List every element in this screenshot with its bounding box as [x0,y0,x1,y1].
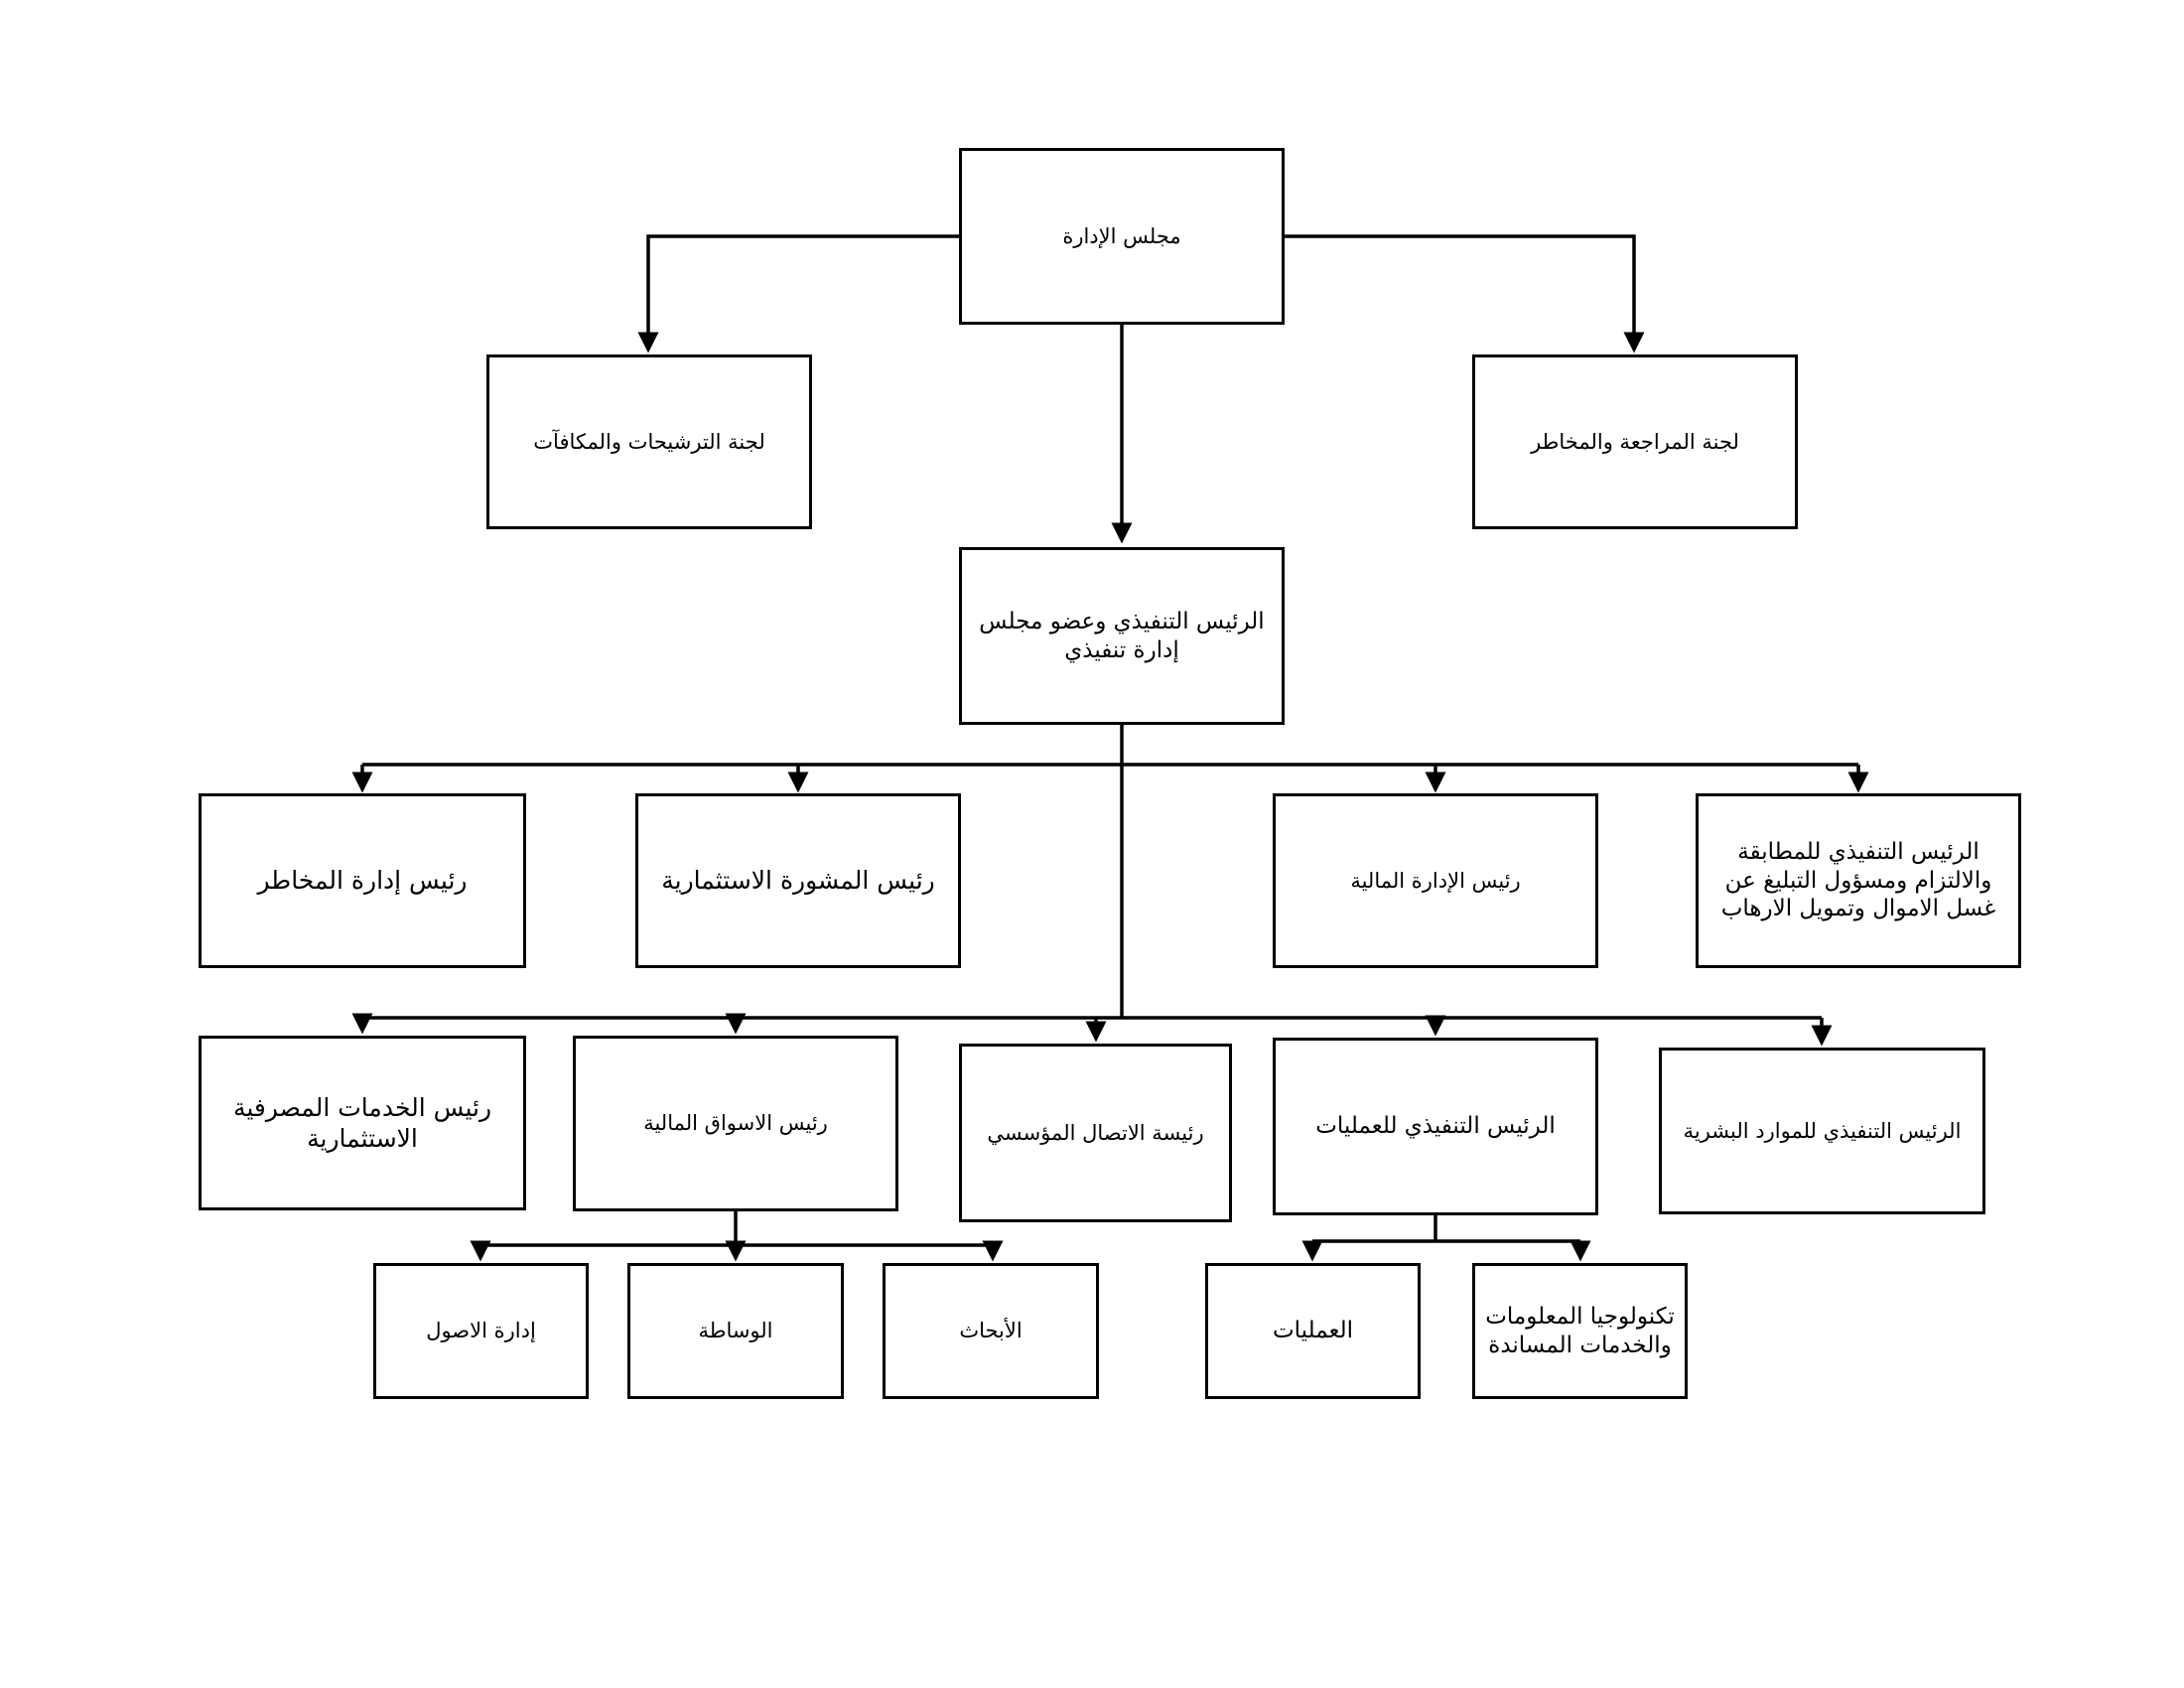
research-box[interactable]: الأبحاث [883,1263,1099,1399]
finance-head-box[interactable]: رئيس الإدارة المالية [1273,793,1598,968]
connector-board-to-nominations [637,234,959,353]
brokerage-box[interactable]: الوساطة [627,1263,844,1399]
it-support-box[interactable]: تكنولوجيا المعلومات والخدمات المساندة [1472,1263,1688,1399]
capital-markets-head-box[interactable]: رئيس الاسواق المالية [573,1036,898,1211]
operations-box[interactable]: العمليات [1205,1263,1421,1399]
communications-head-box[interactable]: رئيسة الاتصال المؤسسي [959,1044,1232,1222]
connector-board-to-audit [1285,234,1645,353]
hr-ceo-box[interactable]: الرئيس التنفيذي للموارد البشرية [1659,1048,1985,1214]
investment-banking-head-box[interactable]: رئيس الخدمات المصرفية الاستثمارية [199,1036,526,1210]
risk-head-box[interactable]: رئيس إدارة المخاطر [199,793,526,968]
audit-committee-box[interactable]: لجنة المراجعة والمخاطر [1472,354,1798,529]
asset-management-box[interactable]: إدارة الاصول [373,1263,589,1399]
compliance-ceo-box[interactable]: الرئيس التنفيذي للمطابقة والالتزام ومسؤو… [1696,793,2021,968]
ceo-box[interactable]: الرئيس التنفيذي وعضو مجلس إدارة تنفيذي [959,547,1285,725]
board-box[interactable]: مجلس الإدارة [959,148,1285,325]
operations-ceo-box[interactable]: الرئيس التنفيذي للعمليات [1273,1038,1598,1215]
advisory-head-box[interactable]: رئيس المشورة الاستثمارية [635,793,961,968]
nominations-committee-box[interactable]: لجنة الترشيحات والمكافآت [486,354,812,529]
